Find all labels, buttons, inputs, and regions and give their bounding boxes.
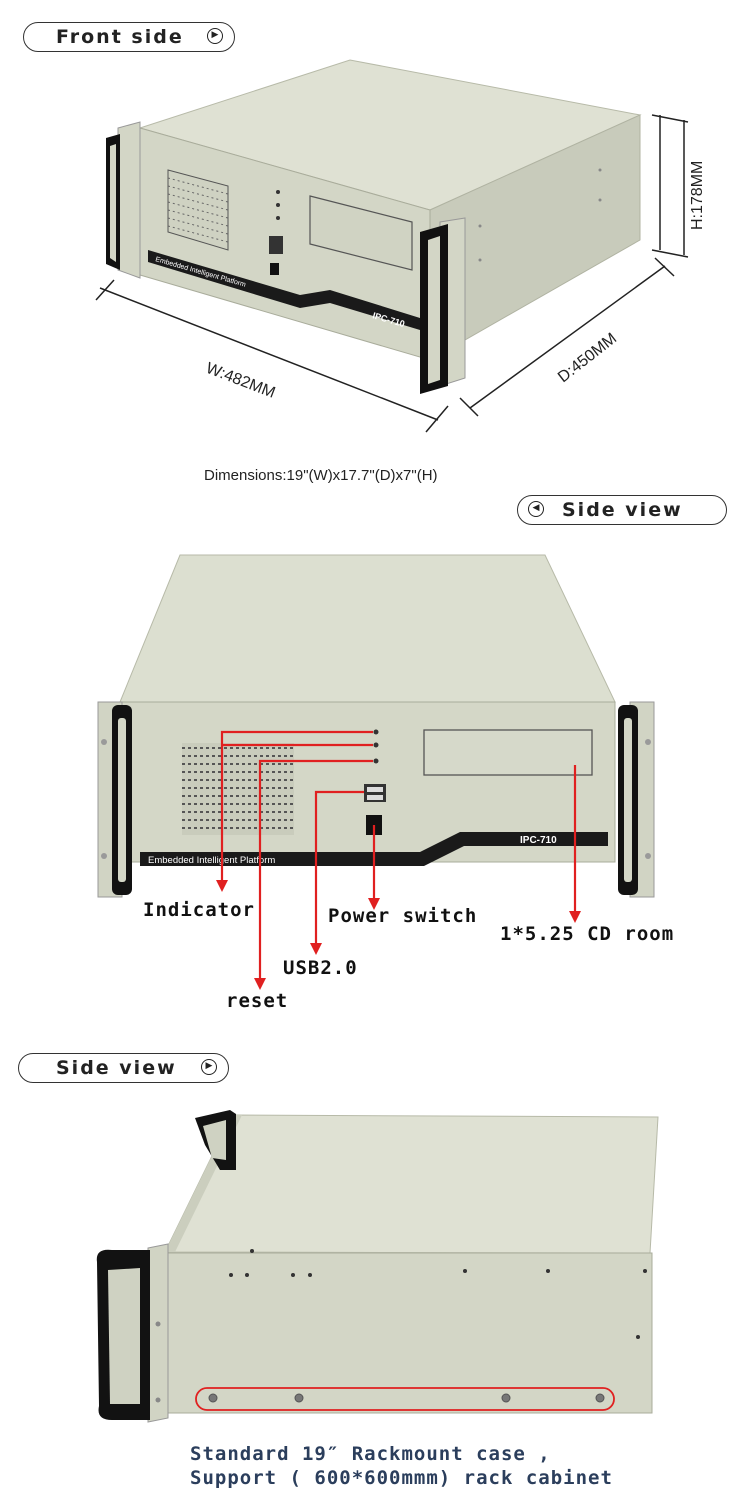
- height-label: H:178MM: [689, 161, 706, 230]
- front-vent-2: [182, 743, 294, 835]
- side-handle: [96, 1249, 150, 1420]
- width-label: W:482MM: [204, 360, 278, 402]
- callout-usb: USB2.0: [283, 957, 358, 979]
- play-right-icon-2: ▶: [201, 1059, 217, 1075]
- play-right-icon: ▶: [207, 28, 223, 44]
- callout-indicator: Indicator: [143, 899, 255, 921]
- right-handle-front: [618, 705, 638, 895]
- callout-reset: reset: [226, 990, 289, 1012]
- footer-line-2: Support ( 600*600mmm) rack cabinet: [190, 1467, 613, 1489]
- rail-mount-highlight: [195, 1387, 615, 1411]
- callout-cd-room: 1*5.25 CD room: [500, 923, 675, 945]
- front-side-label-text: Front side: [56, 26, 184, 48]
- side-view-label-2-text: Side view: [56, 1057, 177, 1079]
- model-text-2: IPC-710: [520, 835, 557, 846]
- side-view-label-1-text: Side view: [562, 499, 683, 521]
- front-view-image: Embedded Intelligent Platform IPC-710: [97, 554, 655, 990]
- side-view-label-2: Side view ▶: [18, 1053, 229, 1083]
- brand-strip-text-2: Embedded Intelligent Platform: [148, 855, 275, 866]
- dimensions-summary: Dimensions:19"(W)x17.7"(D)x7"(H): [204, 467, 438, 484]
- front-side-label: Front side ▶: [23, 22, 235, 52]
- side-chassis-image: [96, 1110, 659, 1423]
- front-vent: [167, 169, 229, 251]
- left-handle: [106, 121, 141, 279]
- side-view-label-1: ◀ Side view: [517, 495, 727, 525]
- right-handle: [420, 217, 466, 394]
- left-handle-front: [112, 705, 132, 895]
- callout-power-switch: Power switch: [328, 905, 478, 927]
- footer-line-1: Standard 19″ Rackmount case ,: [190, 1443, 551, 1465]
- front-chassis-image: Embedded Intelligent Platform IPC-710 W:…: [95, 59, 706, 433]
- play-left-icon: ◀: [528, 501, 544, 517]
